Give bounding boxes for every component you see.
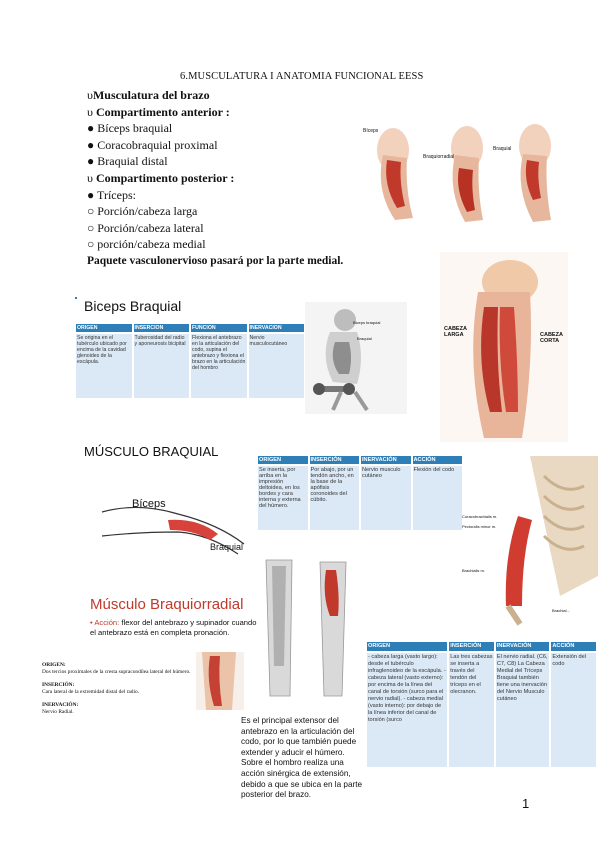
table-header: ACCIÓN: [551, 642, 596, 651]
forearm-muscles-illustration: [256, 556, 356, 706]
table-cell: Tuberosidad del radio y aponeurosis bici…: [133, 334, 189, 398]
triceps-table-wrap: ORIGEN INSERCIÓN INERVACIÓN ACCIÓN - cab…: [365, 640, 598, 769]
biceps-heading: Biceps Braquial: [84, 298, 182, 314]
coraco-label-4: Brachial…: [552, 608, 571, 613]
triceps-table: ORIGEN INSERCIÓN INERVACIÓN ACCIÓN - cab…: [365, 640, 598, 769]
arm-heads-illustration: CABEZA LARGA CABEZA CORTA: [440, 252, 568, 442]
table-cell: Nervio musculocutáneo: [248, 334, 304, 398]
table-header: ORIGEN: [258, 456, 308, 464]
braquial-illustration: Bíceps Braquial: [98, 492, 248, 556]
table-cell: Se origina en el tubérculo ubicado por e…: [76, 334, 132, 398]
coraco-label-2: Pectoralis minor m.: [462, 524, 497, 529]
table-cell: El nervio radial. (C6, C7, C8) La Cabeza…: [495, 653, 550, 767]
braquiorradial-heading: Músculo Braquiorradial: [90, 596, 244, 613]
table-cell: Se inserta, por arriba en la impresión d…: [258, 466, 308, 530]
arm-label-braquiorradial: Braquiorradial: [423, 154, 455, 160]
curl-label-braquial: Braquial: [357, 336, 372, 341]
table-header: INSERCIÓN: [309, 456, 359, 464]
coraco-label-3: Brachialis m.: [462, 568, 485, 573]
braquial-label-biceps: Bíceps: [132, 498, 166, 510]
outline-item: ○ Porción/cabeza lateral: [87, 220, 204, 235]
table-header: INERVACIÓN: [495, 642, 550, 651]
label-cabeza-corta: CABEZA CORTA: [540, 332, 563, 344]
table-cell: Por abajo, por un tendón ancho, en la ba…: [309, 466, 359, 530]
coracobrachialis-illustration: Coracobrachialis m. Pectoralis minor m. …: [460, 456, 598, 626]
outline-item: ● Braquial distal: [87, 154, 168, 169]
braquial-table-wrap: ORIGEN INSERCIÓN INERVACIÓN ACCIÓN Se in…: [256, 454, 464, 532]
outline-item: υ Compartimento posterior :: [87, 170, 235, 185]
outline-item: ○ Porción/cabeza larga: [87, 204, 198, 219]
arm-label-braquial: Braquial: [493, 146, 512, 152]
arm-muscles-illustration: Bíceps Braquiorradial Braquial: [355, 120, 580, 230]
biceps-table-wrap: ORIGEN INSERCION FUNCION INERVACION Se o…: [74, 322, 306, 400]
coraco-label-1: Coracobrachialis m.: [462, 514, 498, 519]
braquial-table: ORIGEN INSERCIÓN INERVACIÓN ACCIÓN Se in…: [256, 454, 464, 532]
insercion-label: INSERCIÓN:: [42, 682, 75, 688]
table-cell: Flexiona el antebrazo en la articulación…: [191, 334, 247, 398]
table-header: ACCIÓN: [412, 456, 462, 464]
outline-item: ● Coracobraquial proximal: [87, 137, 218, 152]
bullet-dot: [75, 297, 77, 299]
origen-label: ORIGEN:: [42, 662, 66, 668]
table-header: INSERCIÓN: [449, 642, 494, 651]
table-header: INSERCION: [133, 324, 189, 332]
outline-item: υMusculatura del brazo: [87, 88, 210, 102]
inervacion-label: INERVACIÓN:: [42, 702, 79, 708]
table-cell: Nervio musculo cutáneo: [361, 466, 411, 530]
braquiorradial-accion: • Acción: flexor del antebrazo y supinad…: [90, 618, 257, 637]
table-cell: Extensión del codo: [551, 653, 596, 767]
insercion-text: Cara lateral de la extremidad distal del…: [42, 689, 139, 695]
braquial-heading: MÚSCULO BRAQUIAL: [84, 444, 219, 459]
vascular-note: Paquete vasculonervioso pasará por la pa…: [87, 254, 344, 267]
inervacion-text: Nervio Radial.: [42, 709, 74, 715]
outline-item: υ Compartimento anterior :: [87, 104, 230, 119]
braquiorradial-details: ORIGEN: Dos tercios proximales de la cre…: [42, 662, 207, 716]
braquiorradial-illustration: [196, 652, 244, 710]
table-cell: Las tres cabezas se inserta a través del…: [449, 653, 494, 767]
outline-item: ● Tríceps:: [87, 187, 136, 202]
table-header: INERVACIÓN: [361, 456, 411, 464]
origen-text: Dos tercios proximales de la cresta supr…: [42, 669, 191, 675]
page-number: 1: [522, 796, 530, 811]
braquial-label-braquial: Braquial: [210, 542, 244, 552]
table-header: INERVACION: [248, 324, 304, 332]
biceps-table: ORIGEN INSERCION FUNCION INERVACION Se o…: [74, 322, 306, 400]
outline-item: ○ porción/cabeza medial: [87, 237, 206, 252]
arm-label-biceps: Bíceps: [363, 128, 379, 134]
label-cabeza-larga: CABEZA LARGA: [444, 326, 467, 338]
page-title: 6.MUSCULATURA I ANATOMIA FUNCIONAL EESS: [180, 71, 424, 82]
biceps-curl-illustration: Biceps braquial Braquial: [305, 302, 407, 414]
table-header: FUNCION: [191, 324, 247, 332]
outline-item: ● Bíceps braquial: [87, 121, 173, 136]
table-cell: Flexión del codo: [412, 466, 462, 530]
table-cell: - cabeza larga (vasto largo): desde el t…: [367, 653, 448, 767]
table-header: ORIGEN: [367, 642, 448, 651]
table-header: ORIGEN: [76, 324, 132, 332]
outline-list: υMusculatura del brazo υ Compartimento a…: [87, 87, 343, 270]
extensor-paragraph: Es el principal extensor del antebrazo e…: [241, 716, 363, 800]
curl-label-biceps: Biceps braquial: [353, 320, 381, 325]
